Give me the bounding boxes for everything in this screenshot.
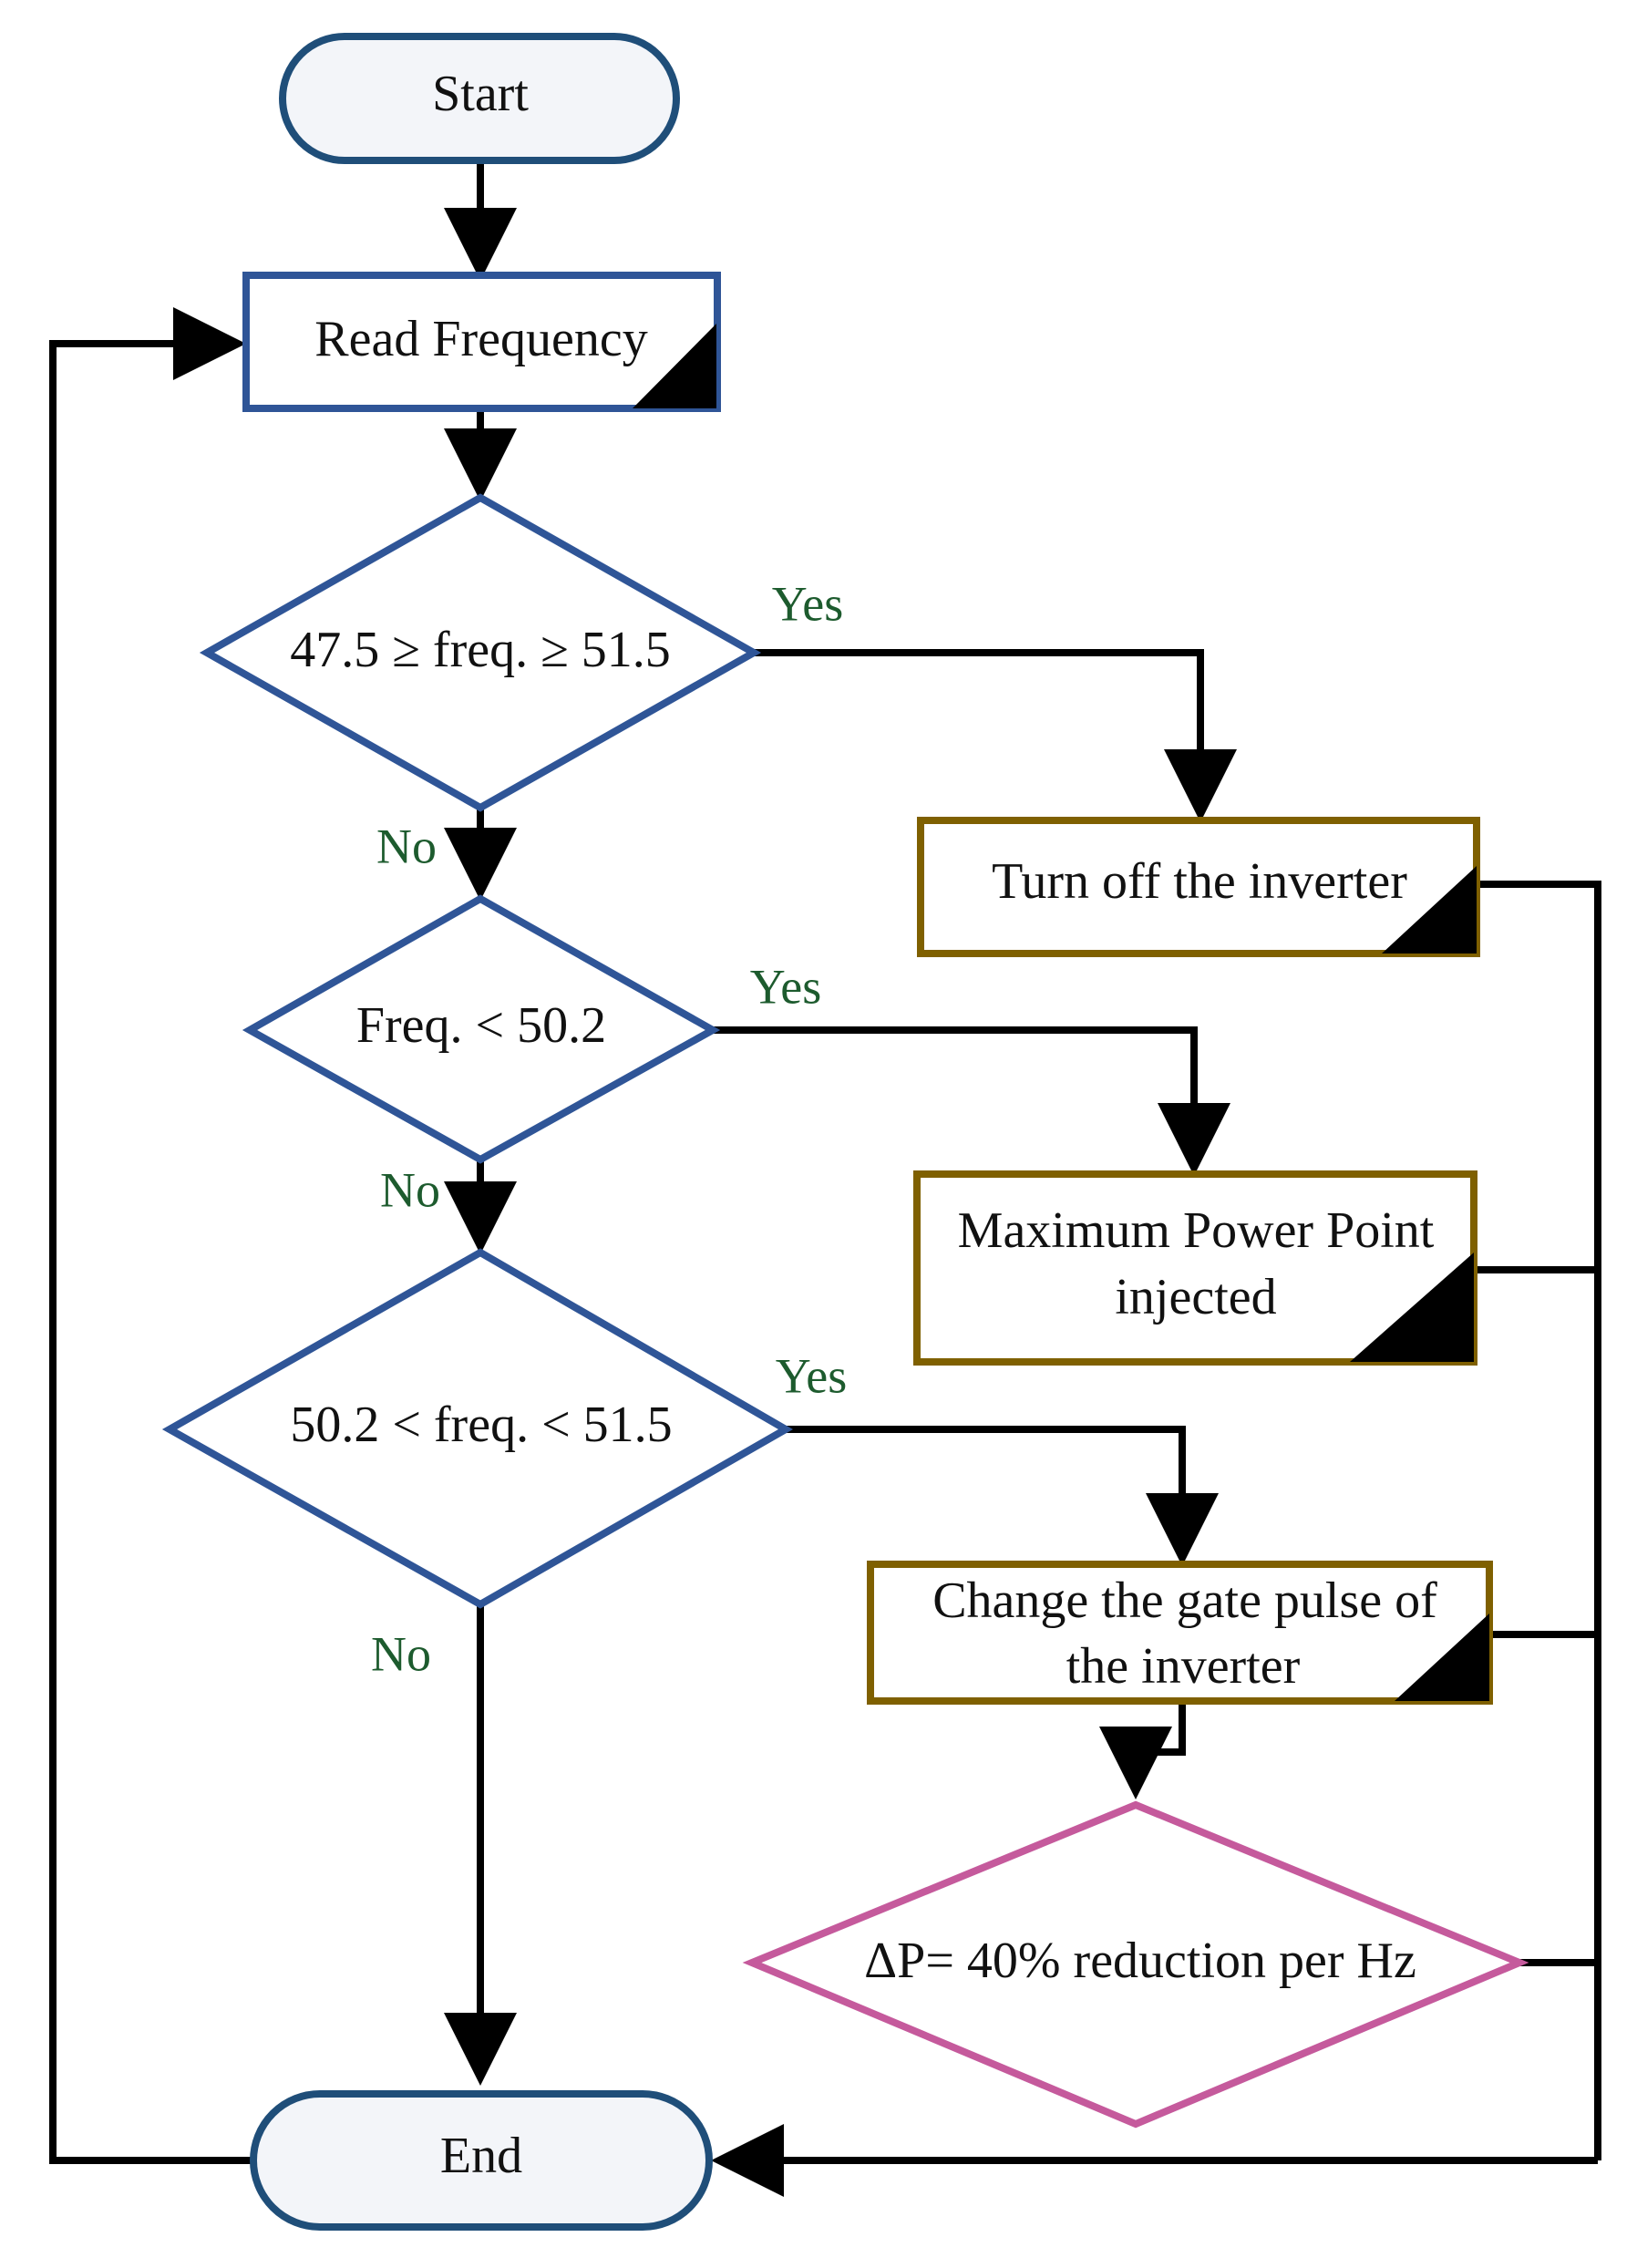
no-label-1: No [376, 819, 437, 873]
no-label-3: No [371, 1626, 431, 1681]
end-terminal: End [250, 2090, 713, 2231]
yes-label-2: Yes [750, 959, 822, 1014]
start-label: Start [432, 66, 529, 122]
decision2-label: Freq. < 50.2 [356, 997, 606, 1054]
corner-fold-icon [1350, 1253, 1474, 1362]
decision-freq-below: Freq. < 50.2 [242, 894, 721, 1164]
loop-end-to-read [49, 307, 253, 2164]
mpp-injected-box: Maximum Power Point injected [913, 1170, 1477, 1366]
corner-fold-icon [1382, 866, 1477, 954]
end-label: End [440, 2128, 522, 2184]
return-bus-right [1477, 881, 1601, 2160]
connector-gate-to-deltap [1099, 1701, 1186, 1799]
start-terminal: Start [279, 33, 680, 164]
branch-labels: Yes No Yes No Yes No [371, 576, 847, 1681]
turn-off-label: Turn off the inverter [992, 853, 1407, 910]
decision-freq-range: 47.5 ≥ freq. ≥ 51.5 [199, 493, 762, 812]
decision3-label: 50.2 < freq. < 51.5 [290, 1397, 672, 1453]
read-frequency-label: Read Frequency [314, 311, 647, 367]
mpp-label-line1: Maximum Power Point [958, 1202, 1435, 1259]
yes-label-3: Yes [776, 1348, 848, 1403]
yes-label-1: Yes [772, 576, 844, 631]
delta-p-decision: ΔP= 40% reduction per Hz [742, 1800, 1529, 2129]
connectors [49, 160, 1601, 2197]
no-label-2: No [380, 1162, 440, 1217]
change-gate-label-line1: Change the gate pulse of [932, 1572, 1437, 1629]
connector-decision1-yes [754, 649, 1237, 822]
decision-freq-between: 50.2 < freq. < 51.5 [161, 1248, 794, 1609]
change-gate-label-line2: the inverter [1066, 1638, 1301, 1695]
read-frequency-process: Read Frequency [242, 272, 721, 412]
corner-fold-icon [633, 324, 716, 408]
mpp-label-line2: injected [1115, 1269, 1276, 1325]
corner-fold-icon [1395, 1613, 1489, 1701]
connector-decision2-yes [713, 1026, 1230, 1176]
turn-off-inverter-box: Turn off the inverter [917, 817, 1480, 957]
decision1-label: 47.5 ≥ freq. ≥ 51.5 [290, 622, 671, 678]
change-gate-pulse-box: Change the gate pulse of the inverter [867, 1561, 1493, 1705]
delta-p-label: ΔP= 40% reduction per Hz [864, 1933, 1416, 1989]
connector-decision3-yes [786, 1426, 1219, 1566]
